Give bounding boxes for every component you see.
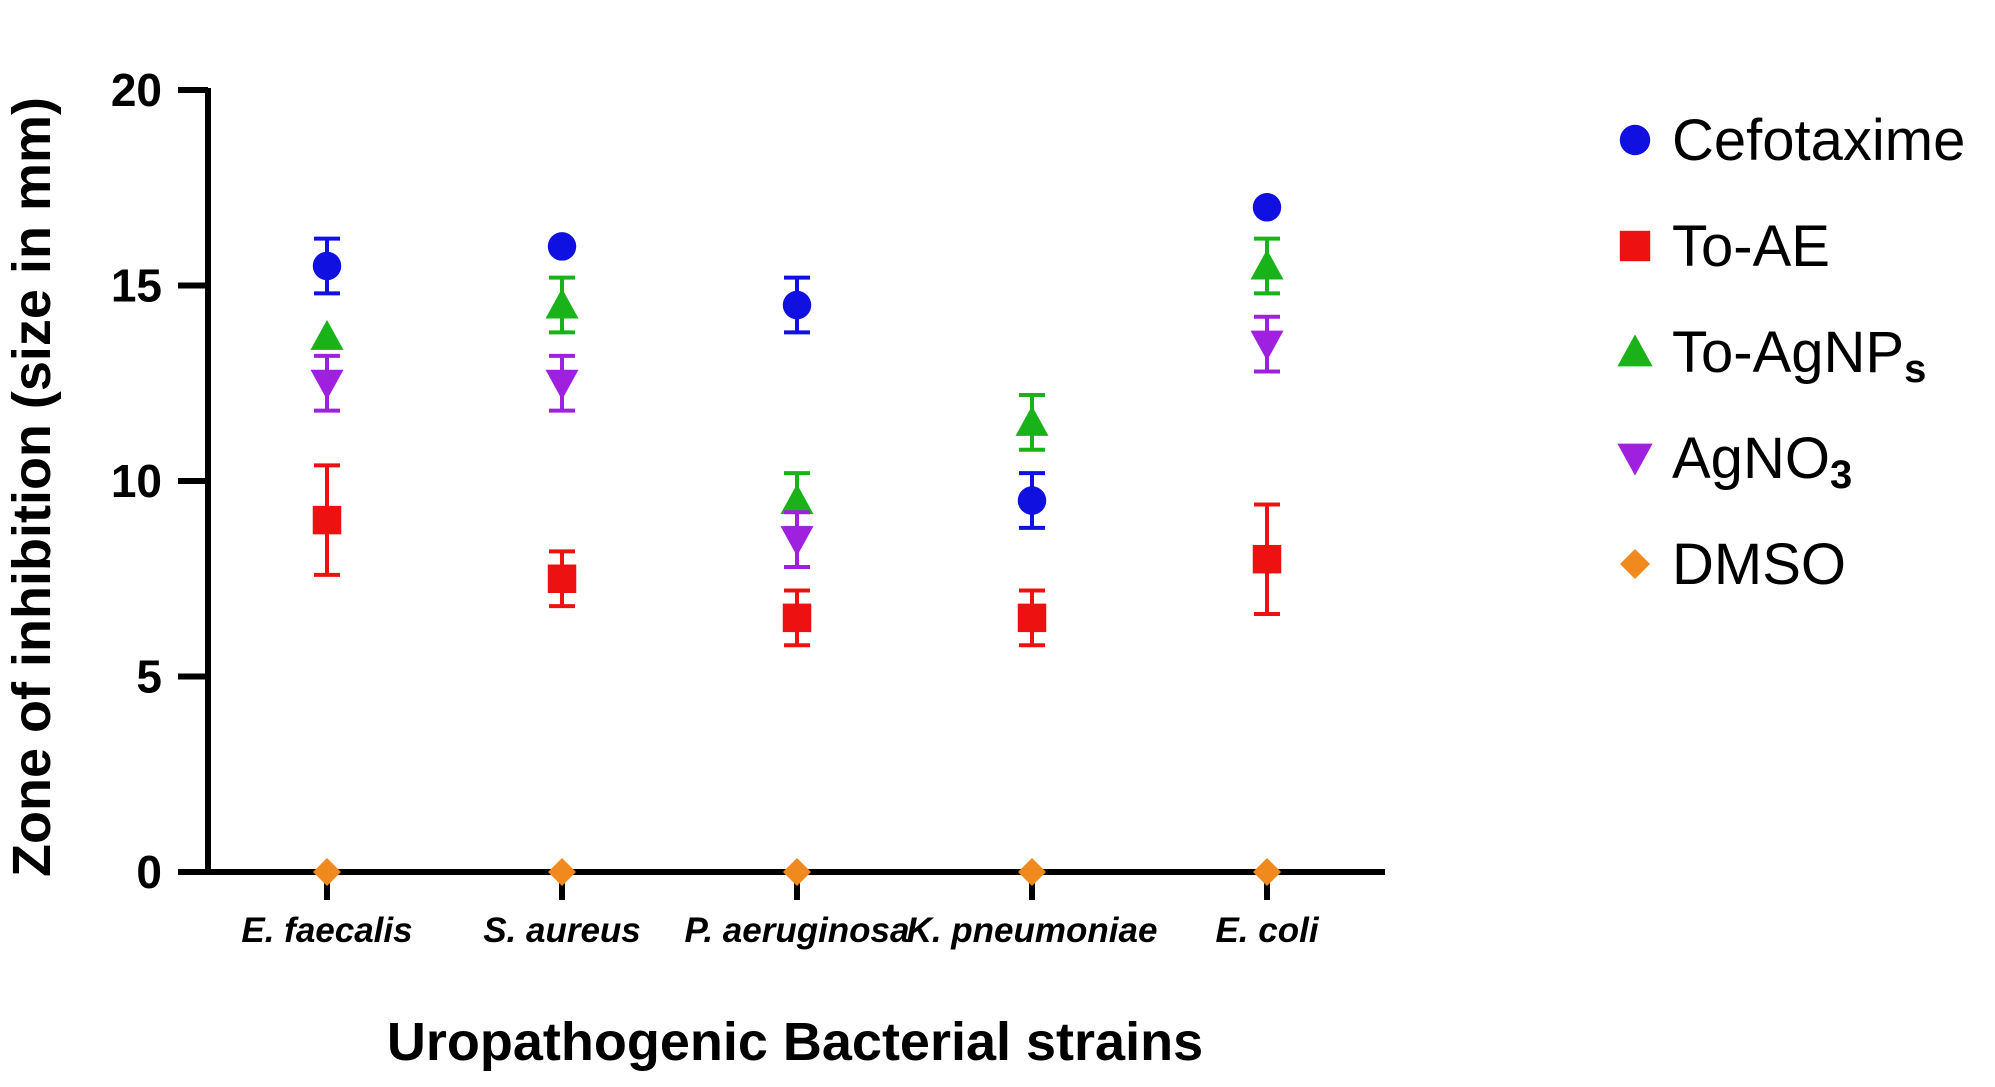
data-point xyxy=(310,369,344,400)
data-marks xyxy=(310,193,1284,886)
x-tick-label: E. faecalis xyxy=(241,911,412,950)
y-axis-title: Zone of inhibition (size in mm) xyxy=(2,97,62,877)
legend-label: AgNO3 xyxy=(1672,426,1852,497)
data-point xyxy=(780,484,814,515)
legend-marker xyxy=(1620,549,1650,579)
x-tick-label: P. aeruginosa xyxy=(684,911,909,950)
y-tick-label: 0 xyxy=(136,846,162,898)
legend-marker xyxy=(1617,443,1653,476)
data-point xyxy=(782,290,812,320)
series-to-agnps xyxy=(310,236,1284,530)
data-point xyxy=(783,858,811,886)
legend-marker xyxy=(1619,124,1651,156)
series-agno3 xyxy=(310,314,1284,570)
data-point xyxy=(1017,603,1047,633)
data-point xyxy=(1015,405,1049,436)
data-point xyxy=(310,319,344,350)
data-point xyxy=(547,232,577,261)
x-tick-label: S. aureus xyxy=(483,911,641,950)
series-cefotaxime xyxy=(312,193,1282,530)
data-point xyxy=(548,858,576,886)
legend-label: DMSO xyxy=(1672,532,1846,597)
data-point xyxy=(312,251,342,281)
data-point xyxy=(780,526,814,557)
y-tick-label: 15 xyxy=(111,260,162,312)
data-point xyxy=(545,288,579,319)
x-axis-title: Uropathogenic Bacterial strains xyxy=(387,1012,1203,1072)
y-tick-label: 10 xyxy=(111,455,162,507)
data-point xyxy=(782,603,812,633)
legend-marker xyxy=(1619,230,1651,262)
data-point xyxy=(547,564,577,593)
data-point xyxy=(545,369,579,400)
data-point xyxy=(1017,486,1047,515)
data-point xyxy=(1252,193,1282,222)
legend-label: Cefotaxime xyxy=(1672,108,1965,173)
series-dmso xyxy=(313,858,1281,886)
legend-label: To-AE xyxy=(1672,214,1830,279)
data-point xyxy=(1250,249,1284,280)
y-ticks: 0 5 10 15 20 xyxy=(111,64,208,898)
data-point xyxy=(1252,544,1282,574)
x-tick-label: K. pneumoniae xyxy=(907,911,1158,950)
data-point xyxy=(1018,858,1046,886)
data-point xyxy=(1250,330,1284,361)
data-point xyxy=(312,505,342,535)
data-point xyxy=(1253,858,1281,886)
legend-marker xyxy=(1617,334,1653,367)
data-point xyxy=(313,858,341,886)
series-to-ae xyxy=(312,463,1282,648)
legend-label: To-AgNPs xyxy=(1672,320,1926,391)
x-tick-label: E. coli xyxy=(1215,911,1319,950)
y-tick-label: 5 xyxy=(136,651,162,703)
y-tick-label: 20 xyxy=(111,64,162,116)
